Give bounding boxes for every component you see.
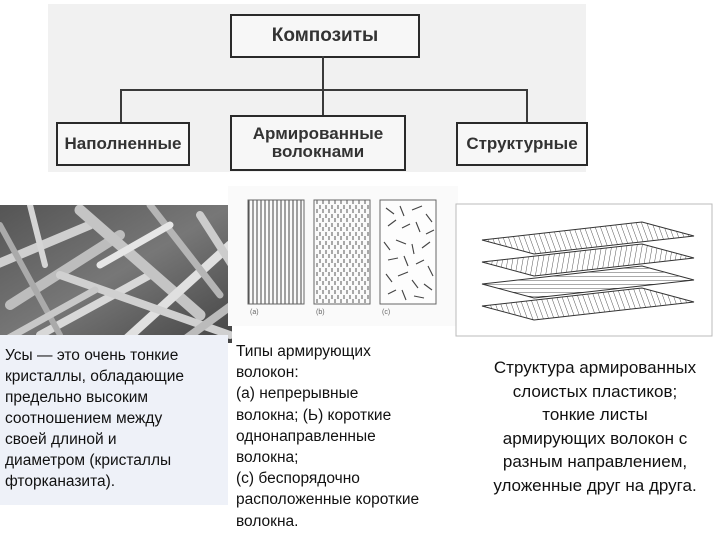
caption-line: диаметром (кристаллы	[5, 452, 172, 469]
caption-line: волокна;	[236, 449, 299, 467]
root-box: Композиты	[230, 14, 420, 58]
child-box-fiber-reinforced: Армированные волокнами	[230, 115, 406, 171]
caption-line: Типы армирующих	[236, 343, 371, 360]
panel-label-a: (a)	[250, 309, 259, 316]
caption-line: (а) непрерывные	[236, 385, 359, 403]
caption-line: волокна.	[236, 512, 299, 530]
panel-label-c: (c)	[382, 309, 390, 316]
panel-label-b: (b)	[316, 309, 325, 316]
child-label-filled: Наполненные	[64, 134, 182, 154]
caption-line: расположенные короткие	[236, 491, 420, 509]
layered-structure-figure	[455, 203, 713, 337]
caption-line: предельно высоким	[5, 389, 149, 406]
root-label: Композиты	[271, 25, 379, 47]
fiber-types-figure: (a) (b) (c)	[228, 186, 458, 326]
connector-horizontal	[120, 89, 528, 91]
caption-line: Усы — это очень тонкие	[5, 347, 179, 364]
child-label-fiber-reinforced-2: волокнами	[271, 142, 365, 161]
caption-line: уложенные друг на друга.	[493, 475, 697, 495]
connector-right	[526, 89, 528, 122]
caption-line: слоистых пластиков;	[512, 381, 678, 401]
whiskers-photo	[0, 205, 232, 343]
child-label-fiber-reinforced: Армированные	[252, 124, 384, 144]
layered-structure-caption: Структура армированных слоистых пластико…	[470, 356, 720, 497]
caption-line: волокна; (Ь) короткие	[236, 406, 392, 424]
caption-line: фторканазита).	[5, 473, 116, 490]
whiskers-caption: Усы — это очень тонкие кристаллы, облада…	[0, 335, 228, 505]
connector-left	[120, 89, 122, 122]
caption-line: Структура армированных	[493, 358, 697, 377]
child-label-structural: Структурные	[466, 134, 578, 154]
caption-line: армирующих волокон с	[502, 428, 688, 448]
fiber-types-caption: Типы армирующих волокон: (а) непрерывные…	[236, 341, 456, 532]
child-box-filled: Наполненные	[56, 122, 190, 166]
caption-line: своей длиной и	[5, 431, 117, 448]
caption-line: однонаправленные	[236, 427, 376, 445]
caption-line: волокон:	[236, 364, 299, 382]
connector-vertical-root	[322, 56, 324, 90]
connector-middle	[322, 89, 324, 115]
caption-line: разным направлением,	[502, 452, 688, 471]
child-box-structural: Структурные	[456, 122, 588, 166]
caption-line: (с) беспорядочно	[236, 470, 360, 488]
caption-line: кристаллы, обладающие	[5, 368, 184, 385]
caption-line: тонкие листы	[542, 405, 648, 424]
caption-line: соотношением между	[5, 410, 163, 427]
